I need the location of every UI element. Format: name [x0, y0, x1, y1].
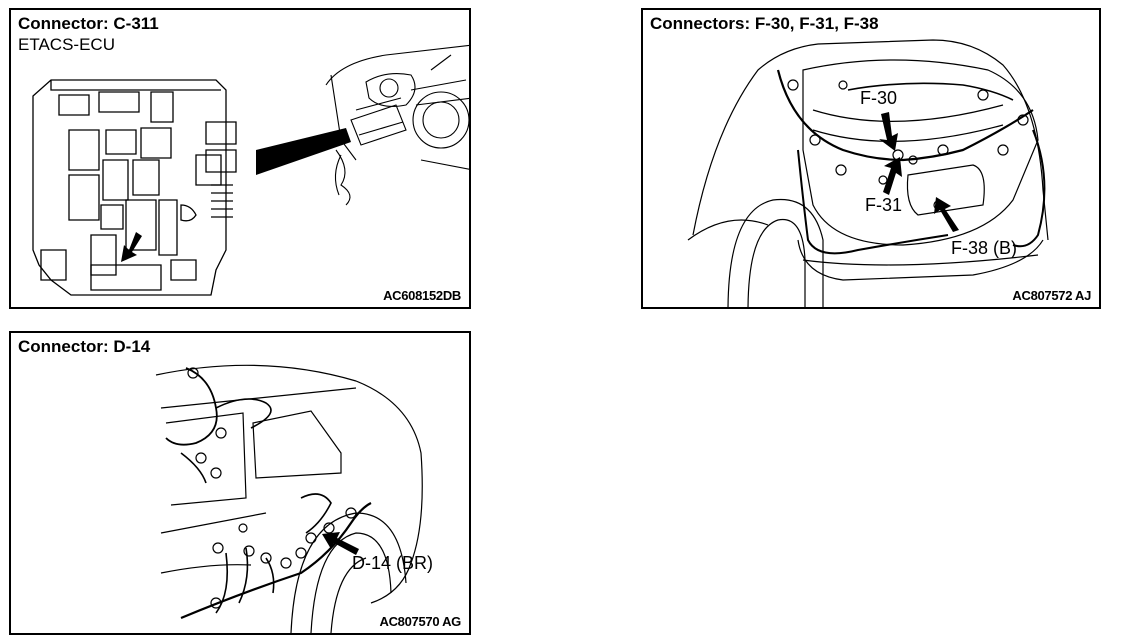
panel-title: Connectors: F-30, F-31, F-38 — [650, 14, 879, 33]
callout-d14: D-14 (BR) — [352, 553, 434, 573]
callout-f38: F-38 (B) — [951, 238, 1018, 258]
callout-f30: F-30 — [860, 88, 898, 108]
figure-code: AC807572 AJ — [1012, 288, 1091, 303]
figure-code: AC807570 AG — [379, 614, 462, 629]
panel-subtitle: ETACS-ECU — [18, 35, 115, 54]
rear-hatch-illustration — [643, 10, 1101, 309]
panel-title: Connector: C-311 — [18, 14, 159, 33]
panel-connector-f30-f31-f38: Connectors: F-30, F-31, F-38 F-30 F-31 F… — [641, 8, 1101, 309]
etacs-ecu-illustration — [11, 10, 471, 309]
panel-connector-c311: Connector: C-311 ETACS-ECU AC608152DB — [9, 8, 471, 309]
callout-f31: F-31 — [865, 195, 903, 215]
panel-title: Connector: D-14 — [18, 337, 151, 356]
figure-code: AC608152DB — [383, 288, 461, 303]
panel-connector-d14: Connector: D-14 D-14 (BR) AC807570 AG — [9, 331, 471, 635]
side-body-illustration — [11, 333, 471, 635]
